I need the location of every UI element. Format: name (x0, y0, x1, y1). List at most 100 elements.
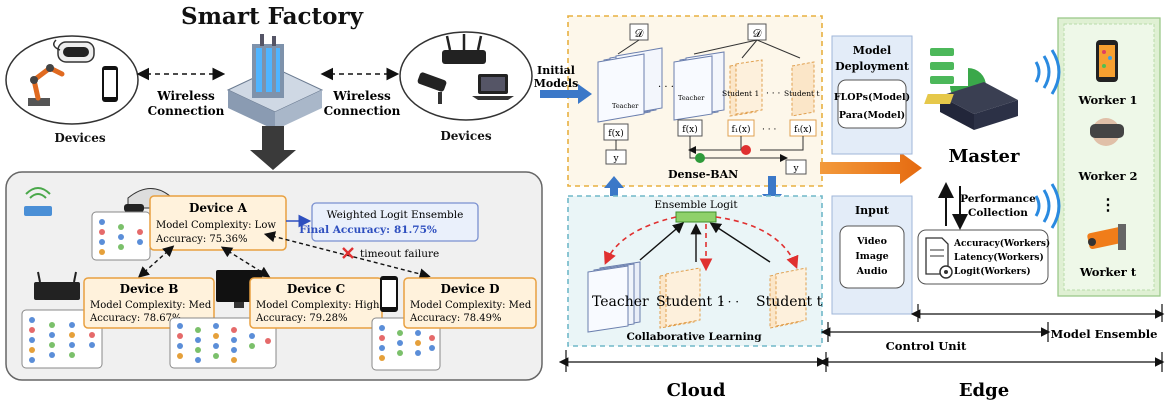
d1-line (617, 39, 640, 55)
fx-1: f(x) (608, 128, 623, 139)
input-image: Image (855, 251, 888, 262)
smart-factory-panel: Smart Factory Devices (5, 3, 543, 381)
neural-net-c (177, 323, 271, 363)
doc-gear-icon (925, 237, 953, 279)
f1x: f₁(x) (731, 124, 750, 135)
worker-2-label: Worker 2 (1077, 169, 1137, 183)
teacher-to-ensemble (639, 222, 685, 261)
input-inner (839, 225, 905, 289)
student-small-1: Student 1 (722, 89, 759, 98)
worker-camera-icon (1087, 224, 1126, 250)
robot-arm-icon (28, 64, 65, 106)
initial-models-line2: Models (534, 77, 579, 90)
neural-net-d (379, 325, 435, 361)
cloud-footer-label: Cloud (667, 380, 726, 401)
fx-to-y-line (689, 136, 788, 162)
ftx: fₜ(x) (794, 124, 812, 135)
worker-t-label: Worker t (1079, 265, 1137, 279)
device-d-box (403, 277, 537, 329)
d2-line-c (756, 39, 801, 59)
wifi-signal-1-icon (1034, 49, 1061, 95)
devices-right-label: Devices (440, 129, 492, 143)
device-a-box (149, 195, 287, 251)
phone-d-icon (380, 276, 398, 312)
ellipsis-2: · · · (766, 89, 780, 99)
control-unit-label: Control Unit (886, 339, 967, 353)
student-stack-t (791, 61, 815, 117)
teacher-stack-1 (597, 47, 663, 123)
dense-ban-label: Dense-BAN (668, 168, 738, 181)
flops-label: FLOPs(Model) (834, 92, 910, 103)
teacher-small-1: Teacher (612, 102, 639, 110)
ensemble-title: Weighted Logit Ensemble (327, 209, 464, 221)
d2-line-b (741, 39, 758, 59)
para-label: Para(Model) (839, 110, 905, 121)
cross-icon (741, 145, 751, 155)
performance-line1: Performance (960, 193, 1036, 205)
input-title: Input (855, 204, 890, 217)
master-label: Master (949, 146, 1020, 167)
y-box-2 (785, 159, 807, 175)
ensemble-logit-bar (675, 211, 717, 223)
link-a-b (137, 245, 175, 278)
ensemble-final-value: 81.75% (394, 224, 437, 236)
deployment-inner (837, 79, 907, 129)
ensemble-to-studentt-dashed (715, 216, 799, 269)
y-2: y (792, 164, 799, 174)
edge-footer-label: Edge (959, 380, 1009, 401)
security-camera-icon (417, 72, 447, 104)
device-b-complexity: Model Complexity: Med (90, 300, 212, 311)
cloud-panel: Initial Models 𝒟 𝒟 Teacher · · · Teacher (534, 15, 827, 401)
performance-line2: Collection (968, 207, 1028, 219)
device-d-accuracy: Accuracy: 78.49% (409, 313, 502, 324)
edge-box-icon (34, 271, 80, 300)
device-c-complexity: Model Complexity: High (256, 300, 380, 311)
device-d-complexity: Model Complexity: Med (410, 300, 532, 311)
y-1: y (612, 154, 619, 164)
ellipsis-3: · · · (762, 125, 776, 135)
laptop-icon (472, 74, 514, 100)
dataset-symbol-2: 𝒟 (753, 27, 762, 40)
studentt-label: Student t (756, 294, 823, 310)
edge-panel: Model Deployment FLOPs(Model) Para(Model… (818, 17, 1165, 401)
initial-models-line1: Initial (537, 64, 575, 77)
device-b-name: Device B (120, 282, 179, 296)
initial-models-arrow (540, 84, 592, 104)
model-ensemble-label: Model Ensemble (1051, 327, 1158, 341)
studentt-to-ensemble (709, 222, 771, 263)
worker-1-label: Worker 1 (1077, 93, 1137, 107)
device-a-accuracy: Accuracy: 75.36% (155, 234, 248, 245)
input-audio: Audio (856, 266, 888, 277)
ellipsis-4: · · · (720, 295, 739, 309)
student-small-t: Student t (784, 89, 819, 98)
teacher-stack-2 (673, 51, 725, 121)
dataset-symbol-1: 𝒟 (635, 27, 644, 40)
collab-label: Collaborative Learning (626, 331, 762, 343)
factory-building-icon (226, 34, 324, 130)
neural-net-b (29, 317, 95, 363)
studentt-stack-large (769, 267, 807, 329)
deployment-title-1: Model (853, 44, 891, 57)
devices-left-label: Devices (54, 131, 106, 145)
metric-logit: Logit(Workers) (954, 266, 1031, 277)
device-a-name: Device A (189, 201, 248, 215)
device-c-name: Device C (287, 282, 345, 296)
ensemble-final-label: Final Accuracy: (299, 224, 390, 236)
teacher-label: Teacher (592, 294, 649, 310)
device-c-accuracy: Accuracy: 79.28% (255, 313, 348, 324)
ftx-line (760, 136, 804, 151)
wifi-router-icon (24, 187, 52, 216)
smart-factory-title: Smart Factory (181, 3, 364, 30)
wireless-right-line2: Connection (324, 104, 401, 118)
device-a-complexity: Model Complexity: Low (156, 220, 276, 231)
worker-dots: ⋮ (1100, 195, 1116, 214)
down-arrow-icon (250, 126, 296, 170)
wifi-signal-2-icon (1034, 183, 1061, 229)
wireless-left-line2: Connection (148, 104, 225, 118)
timeout-label: timeout failure (360, 248, 439, 260)
device-b-box (83, 277, 215, 329)
teacher-small-2: Teacher (678, 94, 705, 102)
teacher-stack-large (587, 261, 641, 333)
